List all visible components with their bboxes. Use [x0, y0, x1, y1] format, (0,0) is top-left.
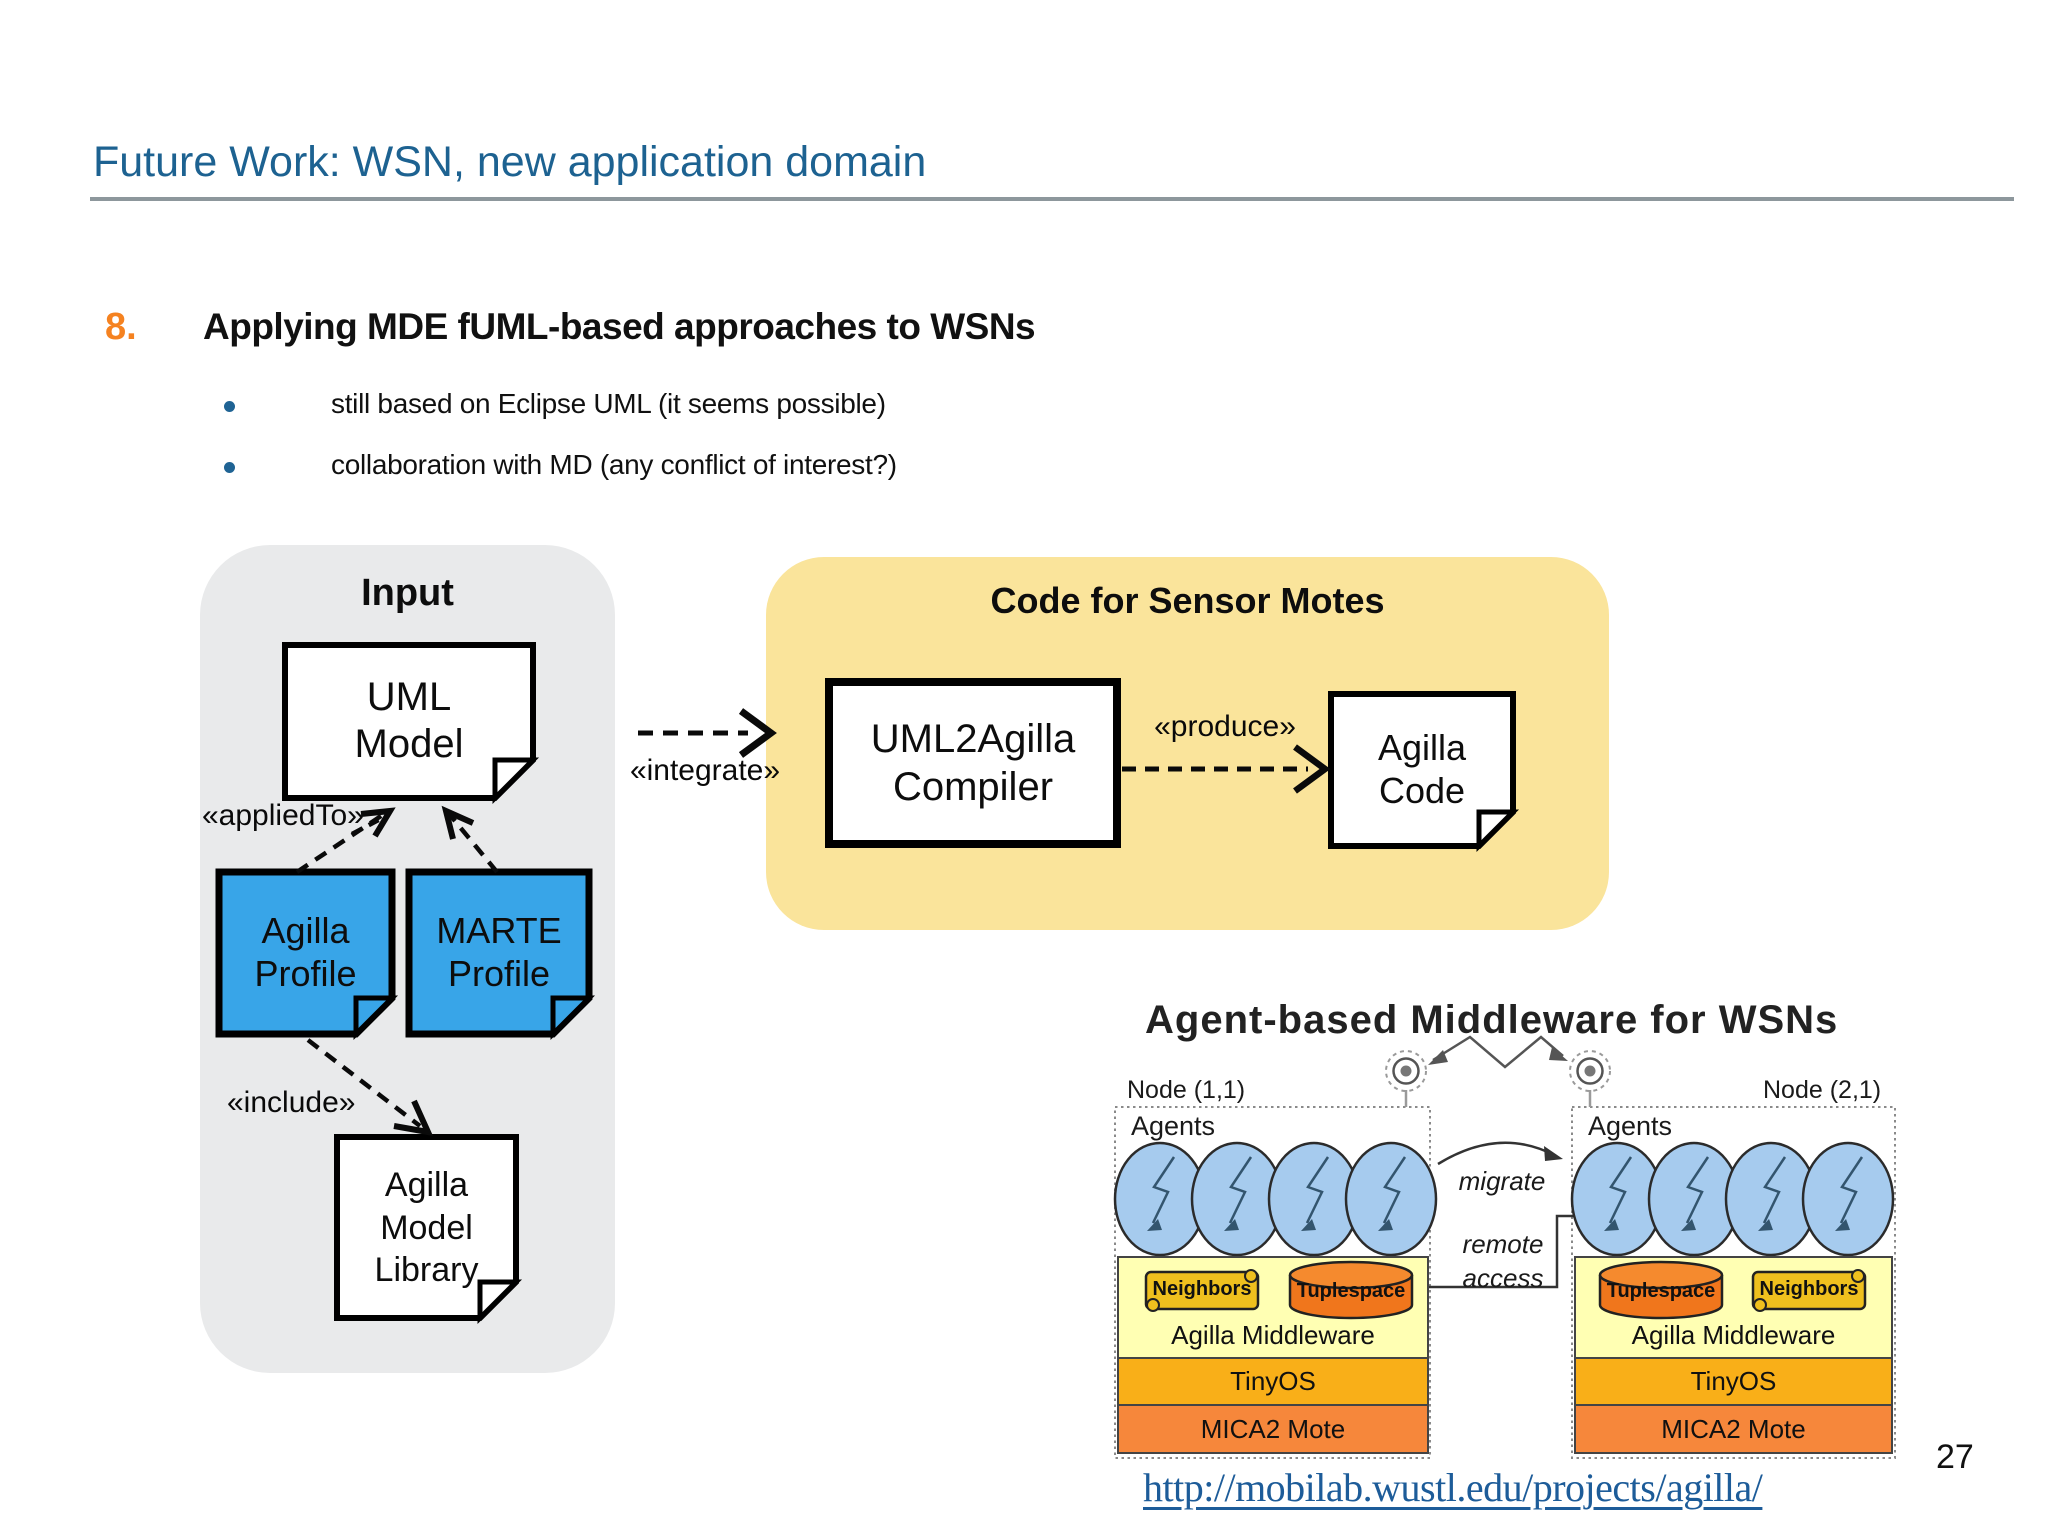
heading-text: Applying MDE fUML-based approaches to WS… — [203, 306, 1036, 347]
antenna-icon — [1385, 1050, 1427, 1107]
applied-to-arrow-left — [295, 807, 396, 874]
bullet-dot — [224, 401, 235, 412]
agilla-profile-label: Agilla Profile — [254, 909, 357, 994]
bullet-dot — [224, 462, 235, 473]
mica2-bar — [1117, 1404, 1429, 1454]
migrate-arrow — [1437, 1141, 1563, 1166]
applied-to-arrow-right — [441, 805, 499, 874]
agent-icon — [1801, 1141, 1895, 1257]
input-panel-title: Input — [361, 572, 454, 614]
page-number: 27 — [1936, 1438, 1974, 1476]
radio-link-zigzag-icon — [1428, 1035, 1568, 1069]
integrate-arrow — [638, 708, 777, 758]
mica2-bar — [1574, 1404, 1893, 1454]
include-label: «include» — [227, 1086, 356, 1119]
tinyos-bar — [1574, 1357, 1893, 1406]
agilla-middleware-label: Agilla Middleware — [1631, 1320, 1836, 1350]
integrate-label: «integrate» — [629, 754, 781, 787]
mica2-label: MICA2 Mote — [1661, 1414, 1806, 1444]
tinyos-label: TinyOS — [1230, 1366, 1316, 1396]
neighbors-label: Neighbors — [1152, 1277, 1252, 1300]
uml-model-label: UML Model — [354, 674, 464, 766]
node1-label: Node (1,1) — [1127, 1076, 1246, 1104]
node2-label: Node (2,1) — [1763, 1076, 1882, 1104]
agilla-profile-note — [215, 868, 399, 1041]
compiler-label: UML2Agilla Compiler — [870, 717, 1076, 809]
title-rule — [90, 197, 2014, 201]
agilla-link[interactable]: http://mobilab.wustl.edu/projects/agilla… — [1143, 1465, 1763, 1510]
include-arrow — [306, 1038, 434, 1136]
migrate-label: migrate — [1458, 1166, 1546, 1196]
agents-label: Agents — [1131, 1111, 1216, 1141]
tuplespace-label: Tuplespace — [1606, 1279, 1716, 1302]
compiler-box — [825, 678, 1121, 848]
mica2-label: MICA2 Mote — [1200, 1414, 1346, 1444]
agilla-middleware-label: Agilla Middleware — [1171, 1320, 1375, 1350]
tinyos-label: TinyOS — [1690, 1366, 1777, 1396]
code-panel-title: Code for Sensor Motes — [990, 580, 1385, 621]
produce-arrow — [1122, 744, 1331, 794]
bullet-text: collaboration with MD (any conflict of i… — [331, 449, 897, 480]
applied-to-stub — [350, 813, 390, 836]
remote-access-label: remote access — [1462, 1229, 1544, 1293]
agilla-code-note — [1328, 691, 1520, 853]
produce-label: «produce» — [1154, 710, 1296, 743]
applied-to-label: «appliedTo» — [202, 799, 364, 832]
agilla-code-label: Agilla Code — [1377, 726, 1467, 811]
middleware-title: Agent-based Middleware for WSNs — [1145, 998, 1839, 1042]
bullet-text: still based on Eclipse UML (it seems pos… — [331, 388, 886, 419]
neighbors-label: Neighbors — [1759, 1277, 1859, 1300]
antenna-icon — [1569, 1050, 1611, 1107]
uml-model-note — [282, 642, 540, 805]
agilla-model-library-label: Agilla Model Library — [374, 1166, 479, 1290]
agilla-model-library-note — [334, 1134, 523, 1325]
page-title: Future Work: WSN, new application domain — [93, 138, 927, 186]
agent-icon — [1344, 1141, 1438, 1257]
tuplespace-label: Tuplespace — [1296, 1279, 1406, 1302]
agents-label: Agents — [1588, 1111, 1673, 1141]
tinyos-bar — [1117, 1357, 1429, 1406]
marte-profile-label: MARTE Profile — [436, 909, 562, 994]
heading-number: 8. — [105, 306, 137, 348]
marte-profile-note — [405, 868, 596, 1041]
